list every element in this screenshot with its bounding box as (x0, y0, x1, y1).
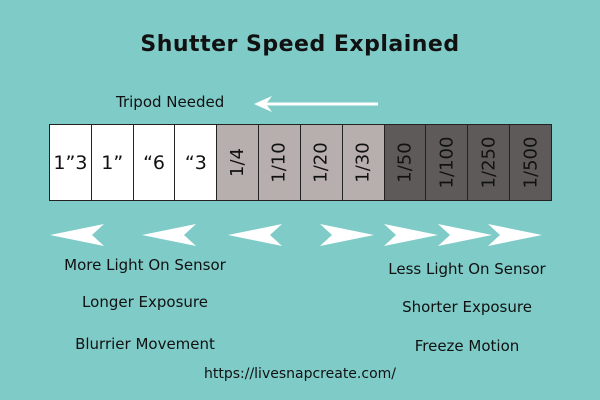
speed-label: 1”3 (53, 151, 88, 174)
speed-cell-6: 1/10 (259, 125, 301, 200)
right-chevron-2-icon (384, 224, 438, 246)
speed-label: 1/500 (520, 136, 542, 189)
caption-blurrier-movement: Blurrier Movement (75, 335, 215, 353)
right-chevron-4-icon (488, 224, 542, 246)
shutter-speed-strip: 1”3 1” “6 “3 1/4 1/10 1/20 1/30 1/50 1/100 1/250 1/… (49, 124, 552, 201)
speed-label: 1/50 (394, 142, 416, 183)
caption-freeze-motion: Freeze Motion (414, 337, 520, 355)
speed-label: “6 (143, 151, 166, 174)
speed-cell-3: “6 (133, 125, 176, 200)
direction-chevrons (50, 224, 542, 246)
speed-cell-7: 1/20 (300, 125, 343, 200)
caption-longer-exposure: Longer Exposure (82, 293, 208, 311)
speed-cell-5: 1/4 (217, 125, 260, 200)
speed-label: 1/10 (269, 142, 291, 183)
speed-label: 1/100 (436, 136, 458, 189)
speed-label: 1/4 (227, 148, 249, 177)
caption-less-light: Less Light On Sensor (388, 260, 546, 278)
right-chevron-3-icon (438, 224, 492, 246)
speed-label: 1” (101, 151, 124, 174)
speed-cell-11: 1/250 (468, 125, 511, 200)
speed-cell-9: 1/50 (384, 125, 427, 200)
speed-label: 1/30 (352, 142, 374, 183)
right-chevron-1-icon (320, 224, 374, 246)
tripod-arrow-icon (254, 96, 378, 112)
speed-label: 1/250 (478, 136, 500, 189)
website-url: https://livesnapcreate.com/ (203, 366, 396, 382)
speed-label: 1/20 (310, 142, 332, 183)
speed-cell-8: 1/30 (342, 125, 385, 200)
left-chevron-3-icon (228, 224, 282, 246)
tripod-needed-label: Tripod Needed (116, 93, 225, 111)
speed-label: “3 (184, 151, 207, 174)
speed-cell-1: 1”3 (50, 125, 92, 200)
speed-cell-2: 1” (91, 125, 134, 200)
speed-cell-10: 1/100 (426, 125, 469, 200)
diagram-title: Shutter Speed Explained (140, 32, 460, 57)
speed-cell-12: 1/500 (510, 125, 551, 200)
caption-shorter-exposure: Shorter Exposure (402, 298, 532, 316)
speed-cell-4: “3 (175, 125, 218, 200)
caption-more-light: More Light On Sensor (64, 256, 226, 274)
left-chevron-1-icon (50, 224, 104, 246)
left-chevron-2-icon (142, 224, 196, 246)
